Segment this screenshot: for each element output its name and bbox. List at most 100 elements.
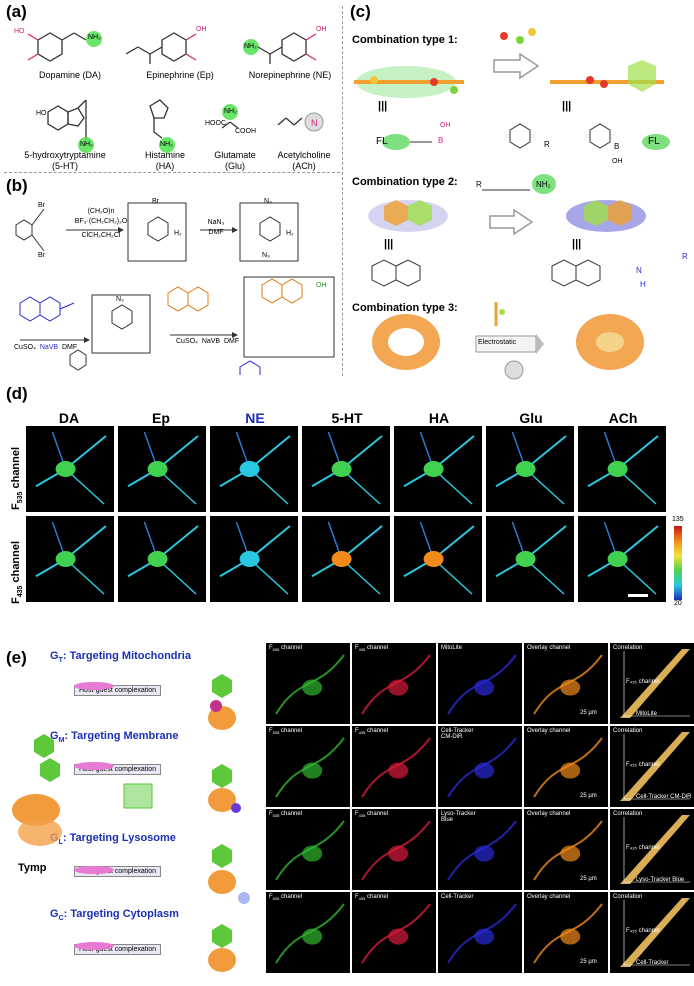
e-label-correlation: Correlation	[613, 894, 643, 900]
e-corr-y-label: F₄₃₅ channel	[626, 845, 660, 852]
e-corr-y-label: F₄₃₅ channel	[626, 762, 660, 769]
panel-b-synthesis-scheme	[15, 202, 335, 375]
epinephrine-oh-label: OH	[196, 26, 207, 33]
d-col-da: DA	[58, 410, 80, 426]
c1-oh-left: OH	[440, 122, 451, 129]
histamine-nh2-label: NH₂	[160, 141, 173, 148]
e-scale-label: 25 µm	[580, 710, 597, 716]
d-tile-ach-row1	[578, 426, 666, 512]
b-reagents-step1: (CH₂O)n BF₃·(CH₂CH₂)₂O ClCH₂CH₂Cl	[74, 208, 128, 239]
d-tile-glu-row2	[486, 516, 574, 602]
d-col-ep: Ep	[152, 410, 170, 426]
d-tile-5-ht-row1	[302, 426, 390, 512]
e-label-f435: F435 channel	[355, 894, 389, 902]
acetylcholine-structure: N	[277, 112, 324, 132]
e-label-f535: F535 channel	[269, 728, 303, 736]
c1-b-right: B	[614, 142, 620, 151]
e-cell-r4-c2: F435 channel	[352, 892, 436, 973]
glutamate-structure	[221, 104, 239, 129]
e-scheme-illustration	[12, 674, 250, 972]
d-tile-ne-row1	[210, 426, 298, 512]
b-reagents-step3: CuSO₄ NaVB DMF	[14, 344, 78, 351]
c3-electrostatic: Electrostatic	[478, 339, 517, 346]
epinephrine-structure	[125, 32, 197, 64]
e-hg-box-2: Host-guest complexation	[74, 764, 162, 775]
b-reagents-step4: CuSO₄ NaVB DMF	[176, 338, 240, 345]
molecule-name-da: Dopamine (DA)	[38, 70, 102, 80]
b-reagents-step2: NaN₃ DMF	[207, 219, 225, 236]
d-tile-ep-row2	[118, 516, 206, 602]
e-corr-y-label: F₄₃₅ channel	[626, 928, 660, 935]
b-oh-label: OH	[316, 282, 327, 289]
e-cell-r1-c2: F435 channel	[352, 643, 436, 724]
serotonin-structure	[47, 99, 94, 153]
c2-r-right: R	[682, 252, 688, 261]
glutamate-cooh-label: COOH	[235, 128, 256, 135]
combination-type-3-title: Combination type 3:	[352, 302, 458, 314]
e-cell-r1-c1: F535 channel	[266, 643, 350, 724]
b-br-label-1: Br	[38, 202, 45, 209]
d-tile-da-row1	[26, 426, 114, 512]
e-label-f535: F535 channel	[269, 894, 303, 902]
e-scale-label: 25 µm	[580, 876, 597, 882]
d-tile-ach-row2	[578, 516, 666, 602]
d-col-ach: ACh	[608, 410, 638, 426]
e-tymp-label: Tymp	[18, 862, 47, 874]
d-tile-ne-row2	[210, 516, 298, 602]
e-label-overlay: Overlay channel	[527, 811, 571, 817]
glutamate-hooc-label: HOOC	[205, 120, 226, 127]
combination-type-2-title: Combination type 2:	[352, 176, 458, 188]
e-label-f435: F435 channel	[355, 645, 389, 653]
d-col-ha: HA	[428, 410, 450, 426]
b-br-label-3: Br	[152, 198, 159, 205]
c1-oh-right: OH	[612, 158, 623, 165]
d-tile-ha-row2	[394, 516, 482, 602]
dopamine-ho-label: HO	[14, 28, 25, 35]
c1-equiv-right: |||	[562, 100, 572, 112]
e-cell-r4-c3: Cell-Tracker	[438, 892, 522, 973]
e-hg-box-1: Host-guest complexation	[74, 685, 162, 696]
e-label-tracker: Cell-Tracker	[441, 894, 474, 900]
glutamate-nh2-label: NH₂	[224, 108, 237, 115]
e-target-mitochondria: GT: Targeting Mitochondria	[50, 650, 191, 665]
e-hg-box-4: Host-guest complexation	[74, 944, 162, 955]
panel-e-label: (e)	[6, 648, 27, 667]
d-scale-bar	[628, 594, 648, 597]
d-tile-glu-row1	[486, 426, 574, 512]
panel-d-label: (d)	[6, 384, 28, 403]
d-colorbar-max: 135	[672, 516, 684, 523]
e-target-membrane: GM: Targeting Membrane	[50, 730, 179, 745]
e-label-correlation: Correlation	[613, 645, 643, 651]
c2-nh2: NH₂	[536, 180, 551, 189]
c1-fl-right: FL	[648, 136, 660, 147]
e-cell-r3-c4: Overlay channel 25 µm	[524, 809, 608, 890]
d-col-5ht: 5-HT	[331, 410, 363, 426]
e-label-f435: F435 channel	[355, 811, 389, 819]
c2-r: R	[476, 180, 482, 189]
e-corr-x-label: Cell-Tracker CM-DiR	[636, 794, 692, 800]
d-row-label-f435: F435 channel	[10, 540, 25, 604]
e-label-tracker: MitoLite	[441, 645, 463, 651]
molecule-name-glu: Glutamate(Glu)	[214, 150, 256, 171]
e-cell-r2-c1: F535 channel	[266, 726, 350, 807]
panel-b-label: (b)	[6, 176, 28, 195]
e-label-f535: F535 channel	[269, 645, 303, 653]
e-corr-x-label: MitoLite	[636, 711, 658, 717]
e-label-overlay: Overlay channel	[527, 645, 571, 651]
b-h2-label-2: H₂	[286, 230, 294, 237]
c1-fl-left: FL	[376, 136, 388, 147]
e-cell-r2-c2: F435 channel	[352, 726, 436, 807]
norepinephrine-oh-label: OH	[316, 26, 327, 33]
combination-type-1-title: Combination type 1:	[352, 34, 458, 46]
e-label-overlay: Overlay channel	[527, 894, 571, 900]
e-label-correlation: Correlation	[613, 728, 643, 734]
